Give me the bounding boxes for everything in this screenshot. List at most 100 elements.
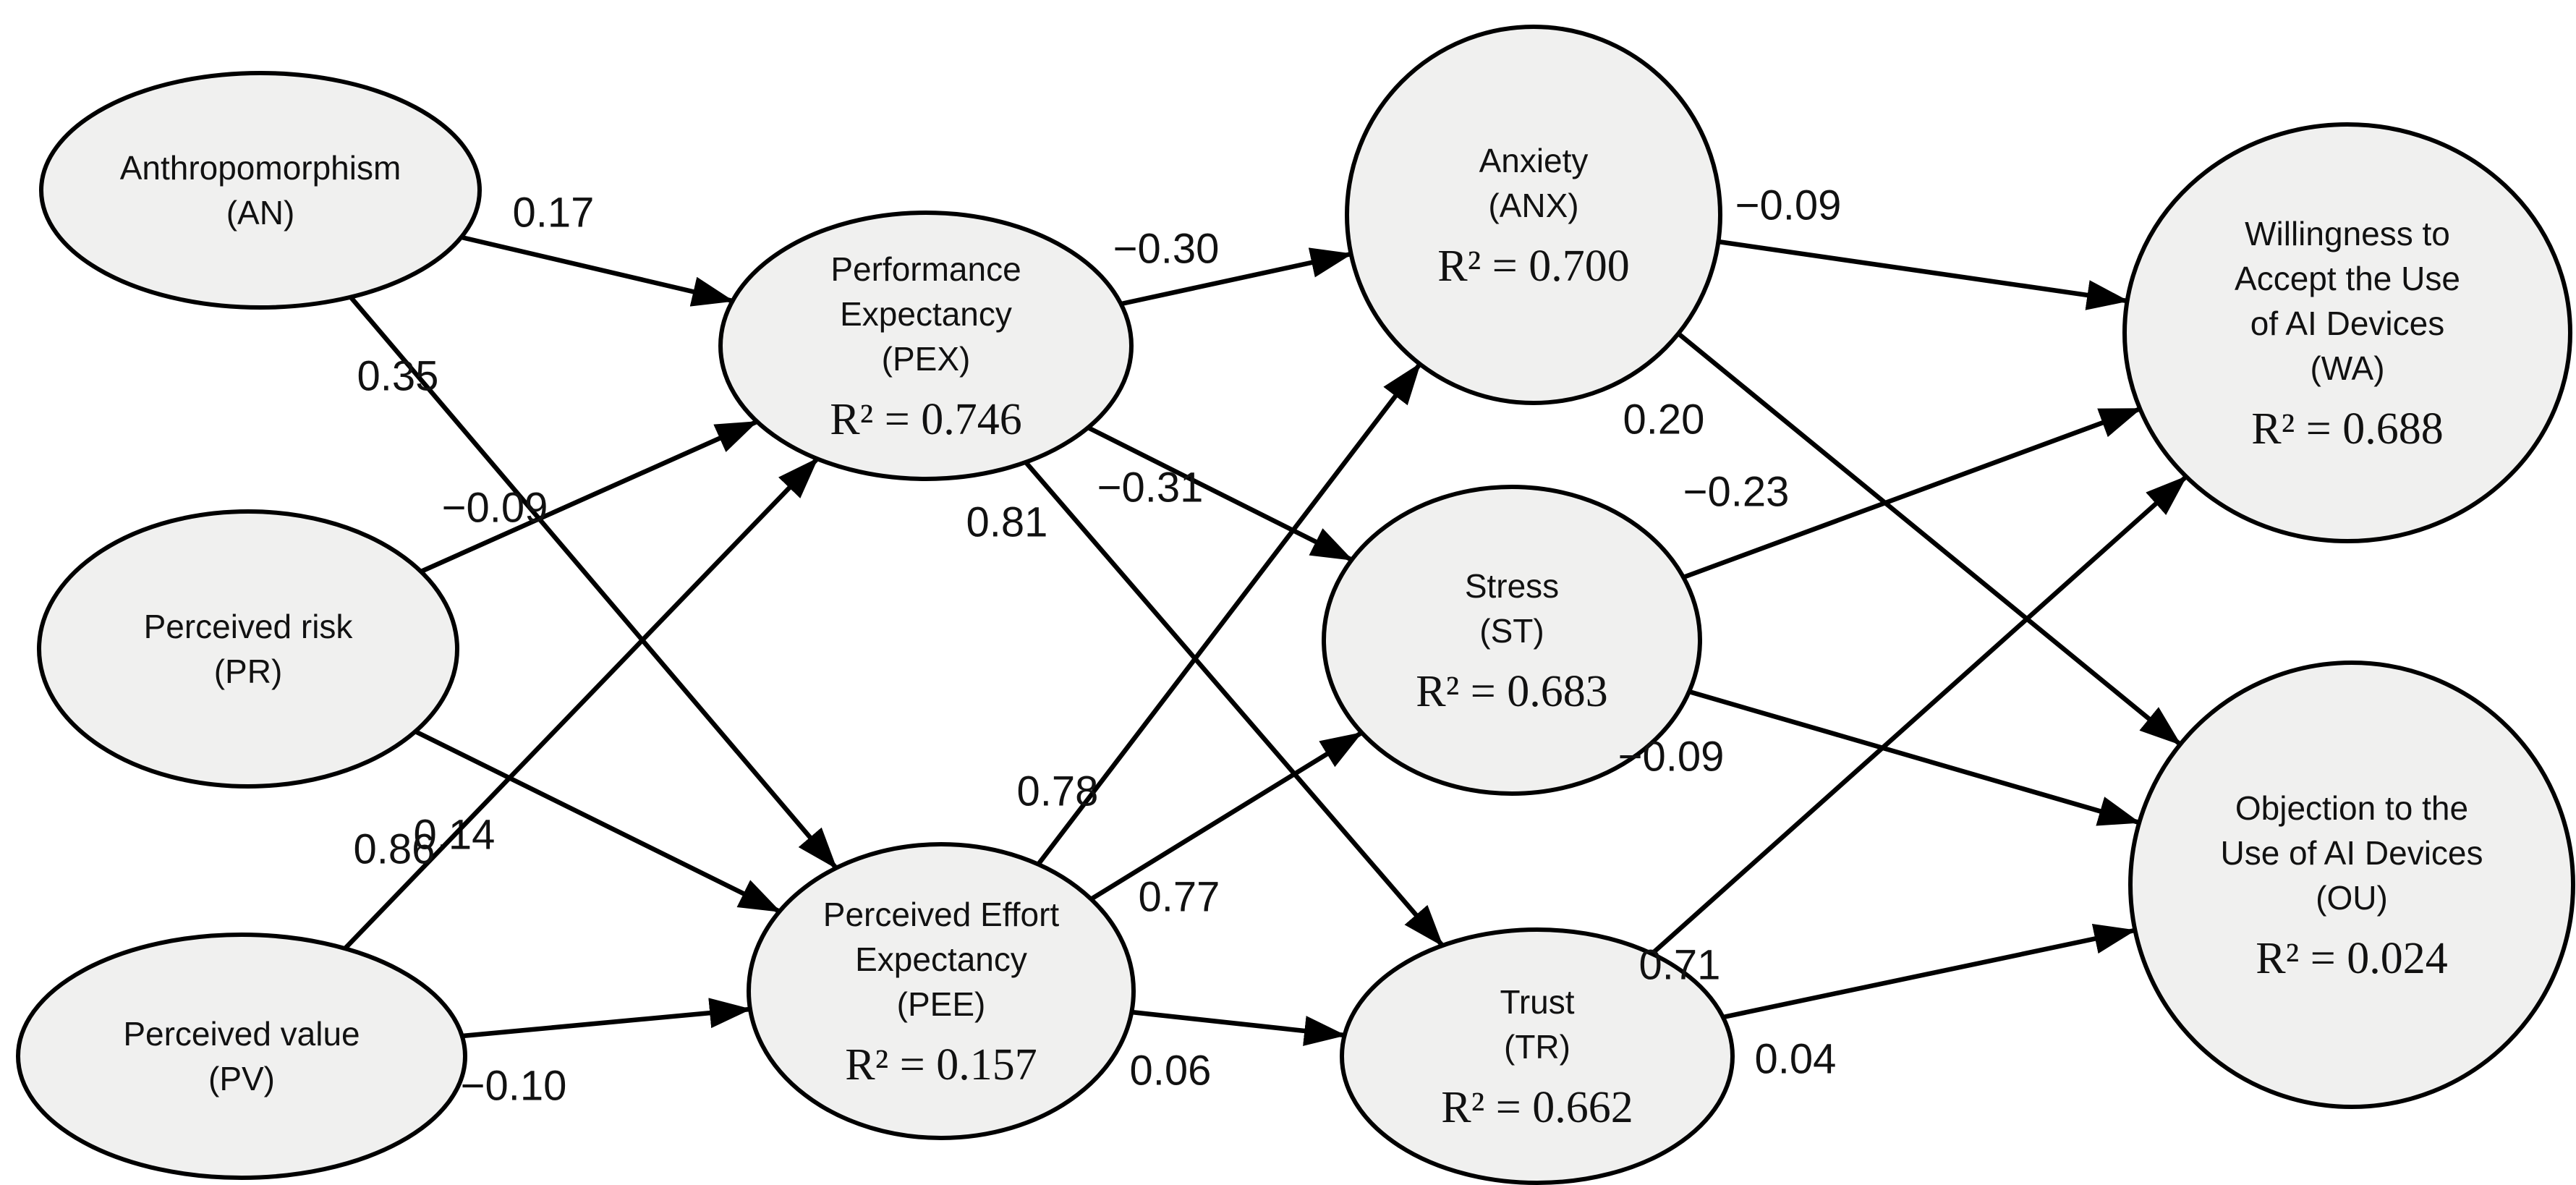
path-coefficient-PEE-ANX: 0.78 bbox=[1017, 768, 1099, 815]
node-ellipse-ST bbox=[1322, 485, 1702, 796]
path-coefficient-TR-WA: 0.71 bbox=[1639, 941, 1721, 988]
path-arrow-AN-PEE bbox=[349, 295, 838, 870]
node-label-line-AN: (AN) bbox=[226, 194, 295, 232]
latent-variable-PR: Perceived risk(PR) bbox=[37, 509, 459, 789]
node-ellipse-PEE bbox=[747, 842, 1136, 1140]
latent-variables-layer: Anthropomorphism (AN) Perceived risk(PR) Pe… bbox=[16, 25, 2575, 1185]
node-label-line-PEE: Expectancy bbox=[855, 940, 1027, 978]
node-label-line-WA: (WA) bbox=[2310, 349, 2384, 387]
path-arrow-PEE-TR bbox=[1131, 1009, 1346, 1046]
path-coefficient-AN-PEX: 0.17 bbox=[513, 189, 595, 236]
path-TR-OU: 0.04 bbox=[1722, 924, 2136, 1082]
path-coefficient-PEE-ST: 0.77 bbox=[1139, 873, 1220, 920]
path-arrow-ST-WA bbox=[1682, 406, 2142, 580]
node-label-line-TR: Trust bbox=[1500, 983, 1574, 1021]
node-label-line-PEE: Perceived Effort bbox=[823, 896, 1060, 933]
path-arrow-PV-PEX bbox=[343, 456, 820, 951]
latent-variable-WA: Willingness to Accept the Use of AI Device… bbox=[2122, 122, 2572, 543]
path-coefficient-PEX-ANX: −0.30 bbox=[1113, 225, 1220, 272]
node-label-line-OU: (OU) bbox=[2316, 879, 2388, 917]
node-label-line-PEX: (PEX) bbox=[882, 340, 971, 378]
path-coefficient-TR-OU: 0.04 bbox=[1755, 1035, 1837, 1082]
node-r2-label-PEX: R² = 0.746 bbox=[830, 395, 1021, 444]
path-AN-PEX: 0.17 bbox=[461, 189, 734, 307]
node-label-line-PR: (PR) bbox=[214, 653, 283, 690]
path-PEE-TR: 0.06 bbox=[1130, 1009, 1346, 1094]
node-label-line-WA: Accept the Use bbox=[2235, 260, 2460, 297]
node-ellipse-OU bbox=[2128, 661, 2575, 1109]
node-label-line-ST: Stress bbox=[1465, 567, 1559, 605]
path-PEX-ANX: −0.30 bbox=[1113, 225, 1353, 307]
path-coefficient-AN-PEE: 0.35 bbox=[357, 352, 439, 399]
path-arrow-PV-PEE bbox=[462, 998, 752, 1039]
path-ANX-OU: 0.20 bbox=[1623, 331, 2182, 747]
node-label-line-PV: Perceived value bbox=[123, 1015, 360, 1053]
node-label-line-TR: (TR) bbox=[1504, 1028, 1570, 1066]
path-PV-PEX: 0.86 bbox=[343, 456, 820, 951]
node-r2-label-ANX: R² = 0.700 bbox=[1437, 242, 1629, 291]
path-ST-WA: −0.23 bbox=[1682, 406, 2142, 580]
path-arrow-ANX-OU bbox=[1676, 331, 2182, 747]
node-label-line-OU: Objection to the bbox=[2235, 789, 2468, 827]
node-r2-label-ST: R² = 0.683 bbox=[1416, 667, 1607, 716]
path-arrow-AN-PEX bbox=[461, 234, 734, 307]
path-coefficient-ANX-OU: 0.20 bbox=[1623, 396, 1705, 443]
latent-variable-AN: Anthropomorphism (AN) bbox=[39, 71, 482, 310]
node-label-line-WA: of AI Devices bbox=[2250, 305, 2444, 342]
path-coefficient-PEX-TR: 0.81 bbox=[966, 498, 1048, 545]
path-coefficient-PEE-TR: 0.06 bbox=[1130, 1047, 1212, 1094]
path-arrow-ANX-WA bbox=[1717, 239, 2129, 310]
path-PEX-ST: −0.31 bbox=[1087, 425, 1353, 562]
node-label-line-ANX: Anxiety bbox=[1479, 142, 1589, 179]
path-PV-PEE: −0.10 bbox=[461, 998, 752, 1109]
path-coefficient-PEX-ST: −0.31 bbox=[1097, 464, 1204, 511]
node-label-line-PEE: (PEE) bbox=[897, 985, 986, 1023]
path-coefficient-PV-PEE: −0.10 bbox=[461, 1062, 567, 1109]
node-ellipse-AN bbox=[39, 71, 482, 310]
path-coefficient-ST-WA: −0.23 bbox=[1683, 468, 1790, 515]
path-coefficient-ST-OU: −0.09 bbox=[1618, 733, 1725, 780]
node-ellipse-PR bbox=[37, 509, 459, 789]
latent-variable-ST: Stress(ST)R² = 0.683 bbox=[1322, 485, 1702, 796]
node-r2-label-OU: R² = 0.024 bbox=[2256, 934, 2447, 983]
path-coefficient-PR-PEX: −0.09 bbox=[442, 484, 548, 531]
path-arrow-PEX-ST bbox=[1087, 425, 1353, 562]
node-label-line-PV: (PV) bbox=[208, 1060, 275, 1097]
node-label-line-PEX: Expectancy bbox=[840, 295, 1012, 333]
node-label-line-OU: Use of AI Devices bbox=[2220, 834, 2483, 872]
node-ellipse-PEX bbox=[718, 211, 1134, 481]
path-arrow-PR-PEX bbox=[420, 420, 758, 574]
path-arrow-TR-WA bbox=[1650, 475, 2188, 956]
path-PEX-TR: 0.81 bbox=[966, 460, 1445, 948]
latent-variable-ANX: Anxiety (ANX) R² = 0.700 bbox=[1345, 25, 1722, 405]
node-label-line-PEX: Performance bbox=[830, 250, 1021, 288]
path-arrow-TR-OU bbox=[1722, 924, 2136, 1020]
path-arrow-PR-PEE bbox=[414, 729, 781, 914]
latent-variable-TR: Trust(TR)R² = 0.662 bbox=[1340, 927, 1735, 1185]
node-r2-label-PEE: R² = 0.157 bbox=[845, 1040, 1037, 1090]
path-PEE-ST: 0.77 bbox=[1089, 731, 1363, 920]
path-PR-PEX: −0.09 bbox=[420, 420, 758, 574]
node-ellipse-PV bbox=[16, 933, 467, 1180]
node-label-line-ANX: (ANX) bbox=[1488, 187, 1578, 224]
node-ellipse-WA bbox=[2122, 122, 2572, 543]
path-arrow-PEX-ANX bbox=[1121, 247, 1353, 307]
node-label-line-AN: Anthropomorphism bbox=[120, 149, 401, 187]
node-r2-label-WA: R² = 0.688 bbox=[2251, 404, 2443, 454]
path-arrow-PEE-ANX bbox=[1036, 362, 1422, 866]
path-coefficient-PV-PEX: 0.86 bbox=[354, 825, 435, 872]
structural-paths-layer: 0.170.35−0.090.140.86−0.10−0.30−0.310.81… bbox=[343, 182, 2188, 1109]
path-coefficient-ANX-WA: −0.09 bbox=[1735, 182, 1842, 229]
path-ANX-WA: −0.09 bbox=[1717, 182, 2129, 310]
path-AN-PEE: 0.35 bbox=[349, 295, 838, 870]
node-label-line-WA: Willingness to bbox=[2245, 215, 2450, 252]
path-arrow-PEX-TR bbox=[1024, 460, 1445, 948]
path-TR-WA: 0.71 bbox=[1639, 475, 2188, 988]
node-ellipse-ANX bbox=[1345, 25, 1722, 405]
path-arrow-PEE-ST bbox=[1089, 731, 1363, 901]
